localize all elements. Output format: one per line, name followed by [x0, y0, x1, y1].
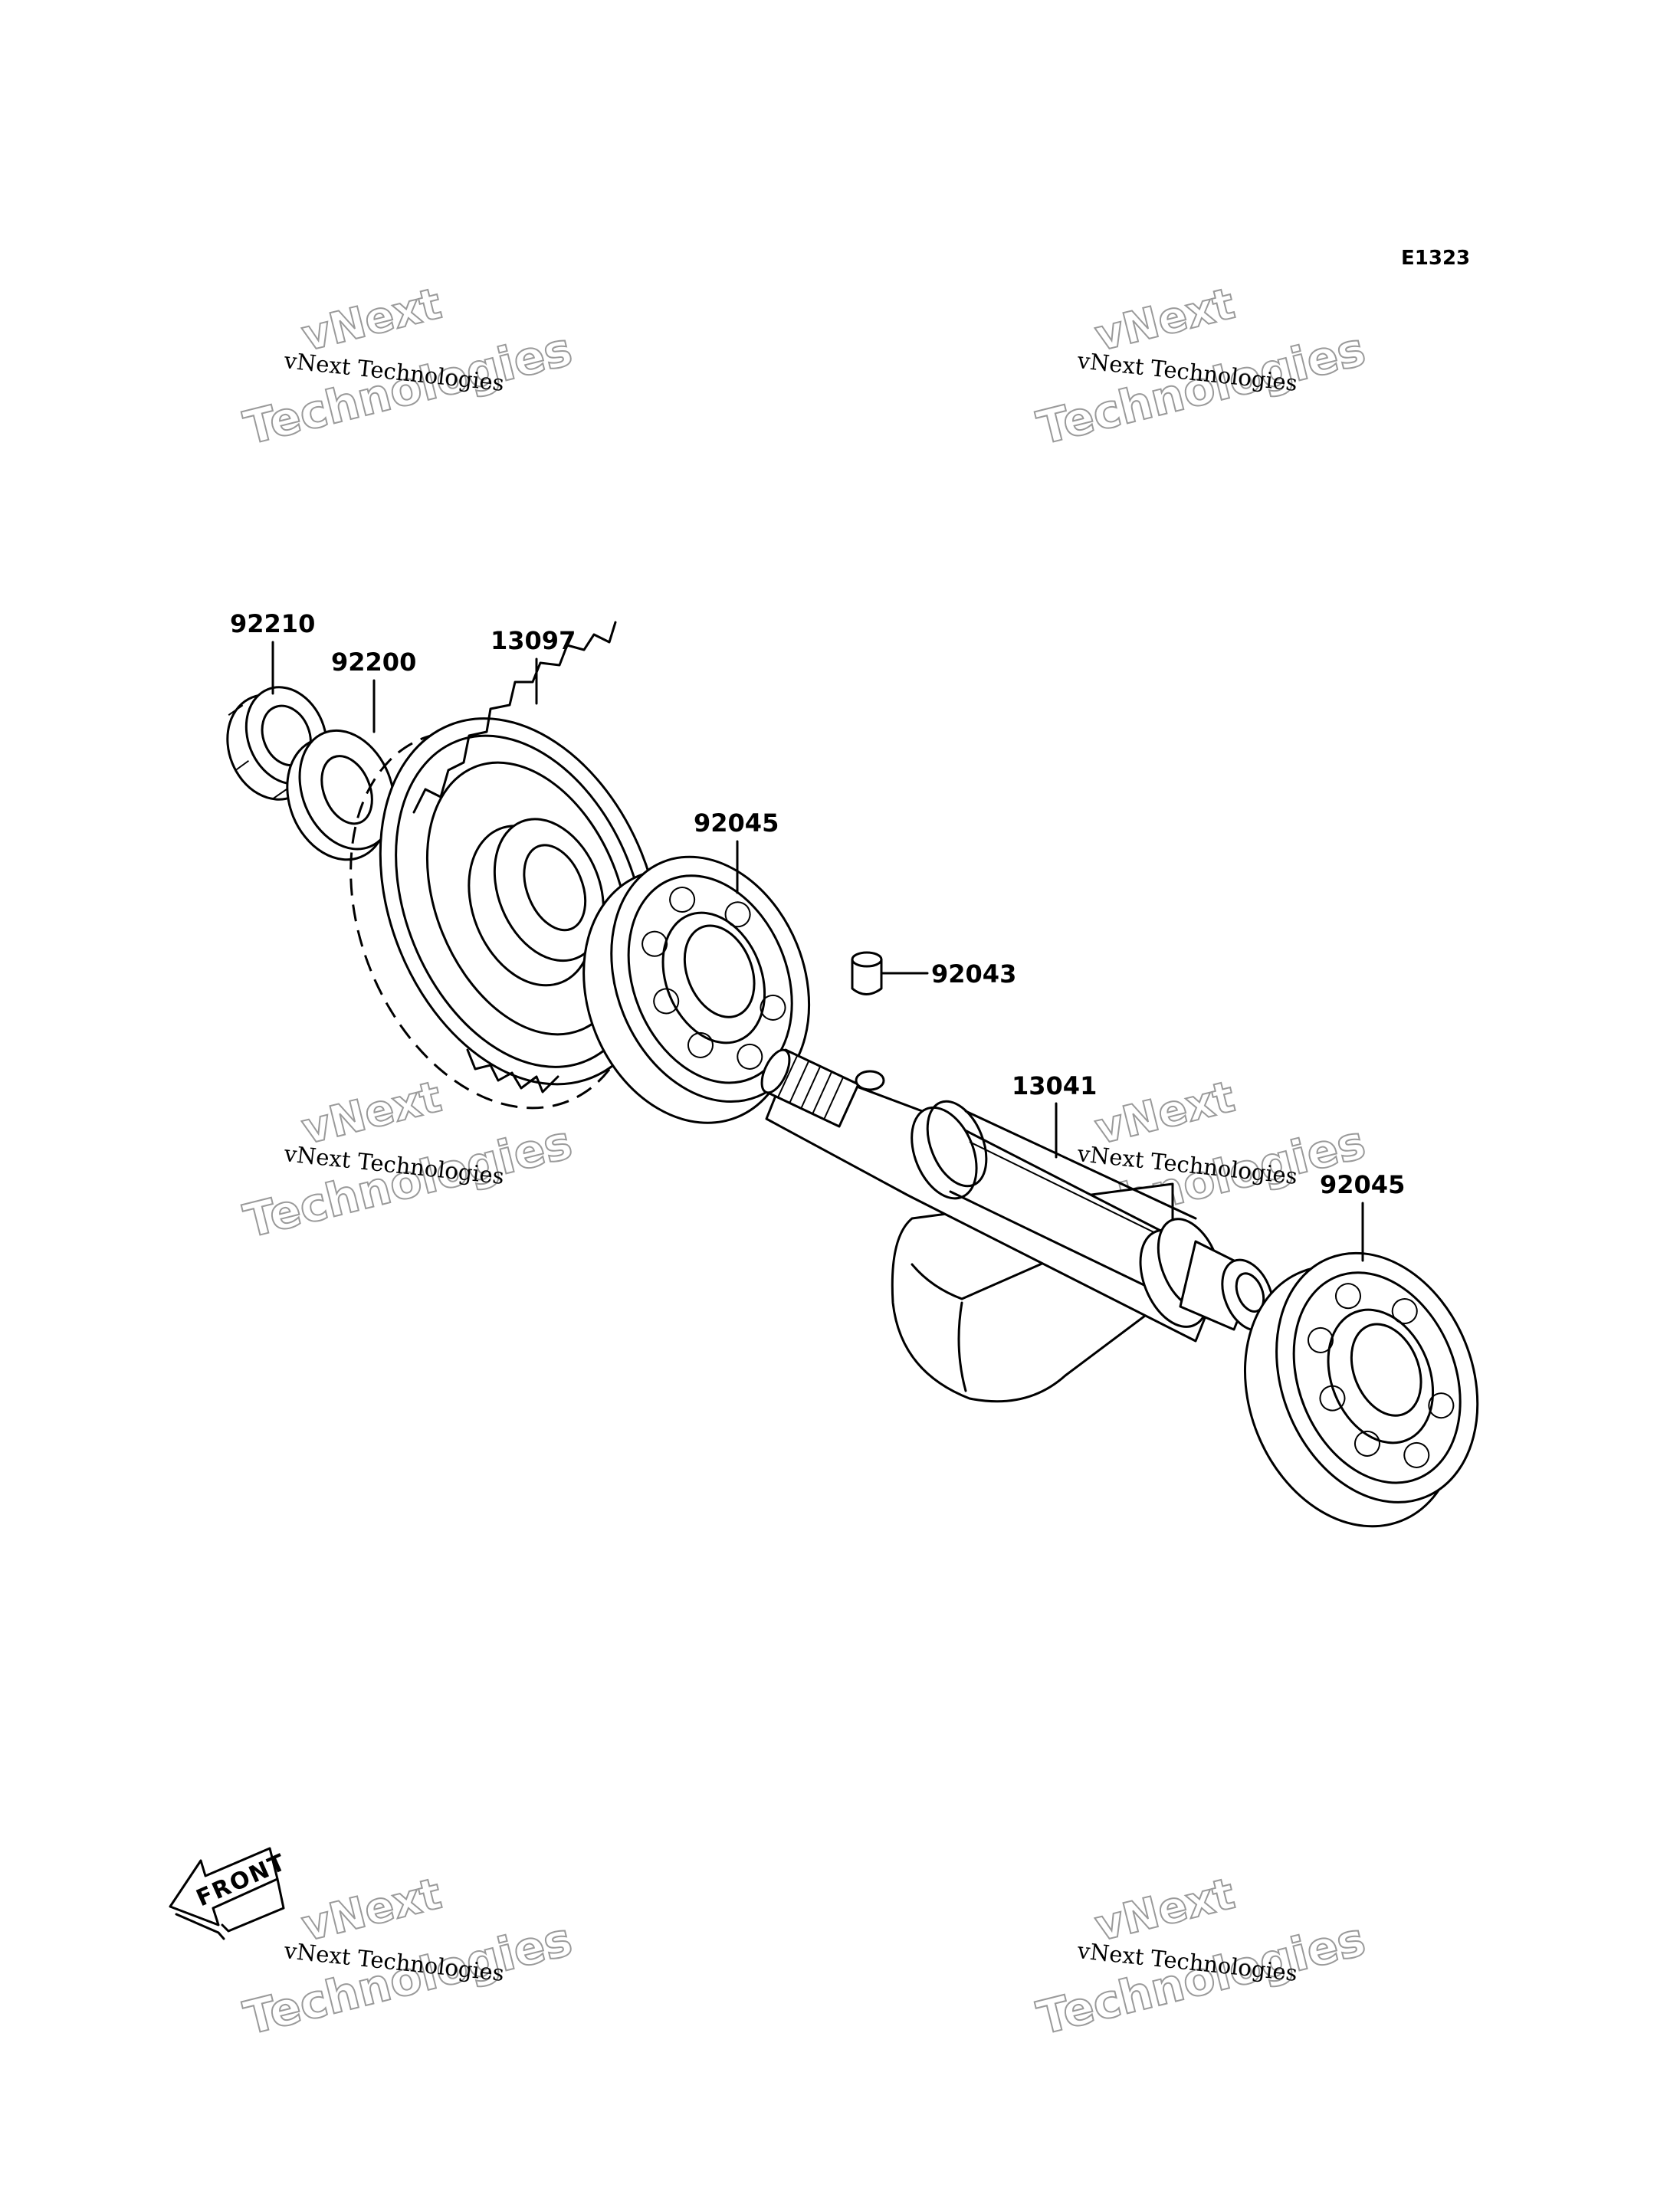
watermark-big-2: Technologies	[239, 1913, 578, 2046]
watermark: vNext Technologies vNext Technologies	[1032, 1868, 1372, 2047]
watermark-big-1: vNext	[1091, 1072, 1240, 1155]
washer-part: 92200	[286, 648, 416, 861]
watermark-big-2: Technologies	[239, 323, 578, 456]
balancer-shaft-part: 13041	[760, 1048, 1275, 1403]
front-arrow: FRONT	[169, 1847, 290, 1940]
watermark-big-1: vNext	[1091, 279, 1240, 362]
watermark-big-2: Technologies	[1032, 1913, 1371, 2046]
diagram-code: E1323	[1401, 247, 1470, 270]
part-number-92200: 92200	[331, 648, 416, 677]
watermark: vNext Technologies vNext Technologies	[238, 1868, 579, 2047]
part-number-92045-lower: 92045	[1320, 1170, 1405, 1199]
watermark: vNext Technologies vNext Technologies	[238, 278, 579, 457]
watermark-big-1: vNext	[1091, 1869, 1240, 1952]
part-number-13097: 13097	[491, 626, 576, 655]
bearing-upper-part: 92045	[582, 808, 811, 1124]
watermark-big-2: Technologies	[239, 1116, 578, 1249]
watermark: vNext Technologies vNext Technologies	[1032, 278, 1372, 457]
part-number-92043: 92043	[931, 959, 1016, 989]
pin-part: 92043	[851, 951, 1016, 995]
part-number-92045-upper: 92045	[694, 808, 779, 838]
part-number-92210: 92210	[230, 609, 315, 638]
watermark-big-1: vNext	[297, 1072, 447, 1155]
watermark-big-1: vNext	[297, 1869, 447, 1952]
watermark: vNext Technologies vNext Technologies	[238, 1071, 579, 1250]
bearing-lower-part: 92045	[1243, 1170, 1479, 1528]
watermark-big-1: vNext	[297, 279, 447, 362]
watermark-big-2: Technologies	[1032, 323, 1371, 456]
part-number-13041: 13041	[1012, 1071, 1097, 1100]
